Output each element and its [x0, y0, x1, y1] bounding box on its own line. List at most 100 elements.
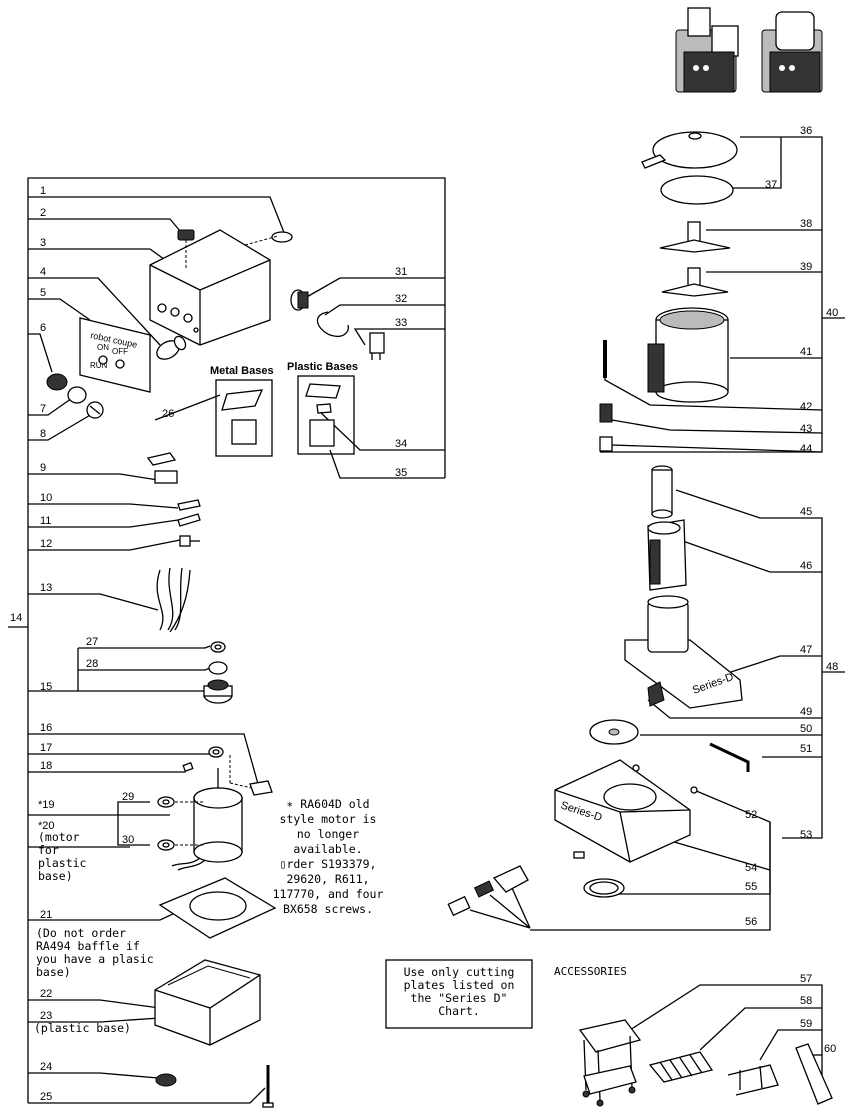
- part-15-coupler: [203, 679, 233, 704]
- callout-57: 57: [800, 973, 812, 985]
- metal-bases-heading: Metal Bases: [210, 365, 274, 377]
- callout-29: 29: [122, 791, 134, 803]
- part-52-pin: [573, 851, 585, 859]
- note-baffle-21-line: base): [36, 965, 71, 979]
- callout-12: 12: [40, 538, 52, 550]
- callout-18: 18: [40, 760, 52, 772]
- callout-47: 47: [800, 644, 812, 656]
- part-21-baffle: [158, 877, 277, 939]
- part-45-sleeve: [651, 465, 673, 519]
- callout-37: 37: [765, 179, 777, 191]
- part-25-screw: [262, 1065, 274, 1108]
- callout-9: 9: [40, 462, 46, 474]
- part-41-bowl: [647, 307, 729, 403]
- callout-star-20: *20: [38, 820, 55, 832]
- switch-on-label: ON: [97, 343, 109, 352]
- part-19-motor: [170, 768, 243, 871]
- part-46-pusher: [647, 519, 687, 591]
- callout-22: 22: [40, 988, 52, 1000]
- note-ra604d-line: 29620, R611,: [286, 872, 369, 886]
- plastic-bases-heading: Plastic Bases: [287, 361, 358, 373]
- callout-52: 52: [745, 809, 757, 821]
- part-43-spring: [599, 403, 613, 423]
- accessories-heading: ACCESSORIES: [554, 965, 627, 978]
- product-thumbnail-2: [761, 11, 823, 93]
- note-baffle-21-line: RA494 baffle if: [36, 939, 140, 953]
- callout-45: 45: [800, 506, 812, 518]
- part-50-disc: [589, 719, 639, 745]
- callout-34: 34: [395, 438, 407, 450]
- callout-28: 28: [86, 658, 98, 670]
- callout-44: 44: [800, 443, 812, 455]
- part-47-lid: Series-D: [624, 595, 743, 709]
- callout-35: 35: [395, 467, 407, 479]
- part-6-button: [46, 373, 68, 391]
- callout-54: 54: [745, 862, 757, 874]
- cutting-plates-note-box: [385, 959, 533, 1029]
- callout-53: 53: [800, 829, 812, 841]
- switch-run-label: RUN: [90, 361, 108, 370]
- part-57-cart: [578, 1019, 642, 1107]
- plastic-bases-box: [297, 375, 355, 455]
- callout-43: 43: [800, 423, 812, 435]
- switch-off-label: OFF: [112, 347, 128, 356]
- note-ra604d-line: 117770, and four: [273, 887, 384, 901]
- metal-bases-box: [215, 379, 273, 457]
- part-16-bracket: [229, 755, 273, 796]
- callout-23: 23: [40, 1010, 52, 1022]
- part-56-shaft: [447, 865, 531, 929]
- part-34-clip: [316, 403, 332, 414]
- callout-27: 27: [86, 636, 98, 648]
- part-26-block: [231, 419, 257, 445]
- callout-49: 49: [800, 706, 812, 718]
- part-35-block: [309, 419, 335, 447]
- part-18-pin: [182, 761, 194, 773]
- callout-48: 48: [826, 661, 838, 673]
- callout-25: 25: [40, 1091, 52, 1103]
- callout-3: 3: [40, 237, 46, 249]
- callout-31: 31: [395, 266, 407, 278]
- callout-21: 21: [40, 909, 52, 921]
- callout-58: 58: [800, 995, 812, 1007]
- part-58-rack: [648, 1051, 714, 1083]
- note-cutting-plates-line: Chart.: [438, 1004, 480, 1018]
- callout-5: 5: [40, 287, 46, 299]
- part-9-fuse: [146, 452, 178, 484]
- bracket-48-frame: [530, 489, 845, 931]
- part-28-ring: [208, 661, 228, 675]
- part-5-label-plate: robot coupe ON OFF RUN: [79, 317, 151, 393]
- callout-star-19: *19: [38, 799, 55, 811]
- callout-1: 1: [40, 185, 46, 197]
- part-29-washer: [157, 796, 175, 808]
- note-base-23-line: (plastic base): [34, 1021, 131, 1035]
- part-36-lid: [641, 131, 738, 169]
- callout-4: 4: [40, 266, 46, 278]
- callout-24: 24: [40, 1061, 52, 1073]
- callout-16: 16: [40, 722, 52, 734]
- callout-56: 56: [745, 916, 757, 928]
- part-39-blade: [661, 267, 729, 297]
- callout-14: 14: [10, 612, 22, 624]
- note-baffle-21-line: you have a plasic: [36, 952, 154, 966]
- callout-33: 33: [395, 317, 407, 329]
- part-24-foot: [155, 1073, 177, 1087]
- callout-40: 40: [826, 307, 838, 319]
- leader-lines-31-35: [304, 277, 445, 479]
- bracket-14-frame: [8, 177, 446, 1103]
- part-60-wedge: [795, 1043, 833, 1105]
- part-31-bushing: [290, 289, 309, 311]
- leader-lines-accessories: [629, 984, 823, 1103]
- part-26-plate: [221, 389, 264, 411]
- note-baffle-21-line: (Do not order: [36, 926, 126, 940]
- product-thumbnail-1: [675, 7, 739, 93]
- note-motor-20-line: base): [38, 869, 73, 883]
- part-37-seal: [660, 175, 734, 205]
- leader-lines-left: [28, 196, 286, 1104]
- note-ra604d-line: ∗ RA604D old: [286, 797, 369, 811]
- note-cutting-plates-line: Use only cutting: [404, 965, 515, 979]
- note-motor-20-line: (motor: [38, 830, 80, 844]
- callout-59: 59: [800, 1018, 812, 1030]
